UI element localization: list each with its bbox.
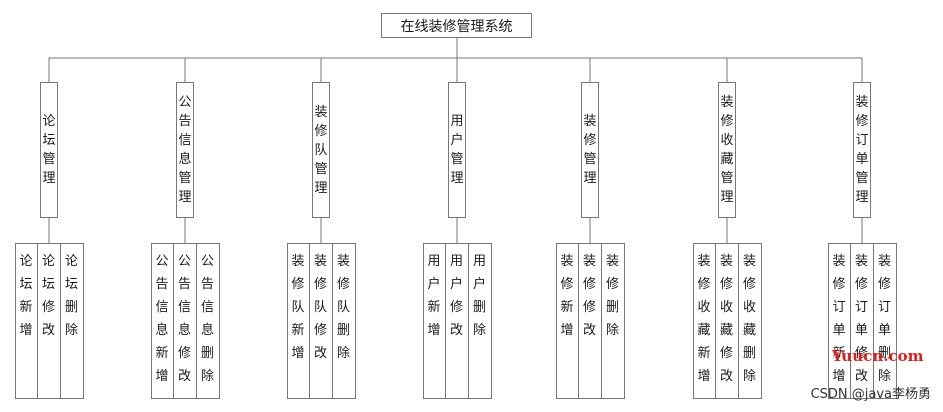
function-node: 论坛修改 <box>37 243 61 399</box>
function-label: 装修新增 <box>560 254 574 338</box>
site-watermark: Yuucn.com <box>832 347 924 365</box>
module-label: 装修管理 <box>583 114 597 186</box>
function-label: 论坛修改 <box>42 254 56 338</box>
module-node: 装修收藏管理 <box>718 82 736 218</box>
function-label: 论坛删除 <box>65 254 79 338</box>
function-label: 用户删除 <box>473 254 487 338</box>
function-node: 公告信息修改 <box>173 243 197 399</box>
module-node: 装修队管理 <box>312 82 330 218</box>
module-node: 装修管理 <box>581 82 599 218</box>
function-label: 装修收藏新增 <box>697 254 711 384</box>
function-label: 装修订单新增 <box>832 254 846 384</box>
function-node: 论坛删除 <box>60 243 84 399</box>
function-label: 装修收藏删除 <box>743 254 757 384</box>
function-label: 装修订单修改 <box>855 254 869 384</box>
root-node: 在线装修管理系统 <box>381 13 532 38</box>
function-node: 装修队删除 <box>332 243 356 399</box>
function-node: 装修收藏修改 <box>715 243 739 399</box>
module-label: 公告信息管理 <box>178 95 192 205</box>
function-node: 装修删除 <box>601 243 625 399</box>
root-label: 在线装修管理系统 <box>400 18 513 35</box>
function-node: 装修订单删除 <box>873 243 897 399</box>
function-label: 公告信息修改 <box>178 254 192 384</box>
function-node: 公告信息新增 <box>150 243 174 399</box>
function-node: 论坛新增 <box>14 243 38 399</box>
function-node: 装修收藏删除 <box>738 243 762 399</box>
function-node: 用户删除 <box>468 243 492 399</box>
function-node: 装修订单新增 <box>827 243 851 399</box>
module-label: 用户管理 <box>450 114 464 186</box>
csdn-watermark: CSDN @java李杨勇 <box>810 387 931 402</box>
function-label: 装修订单删除 <box>878 254 892 384</box>
function-label: 装修修改 <box>583 254 597 338</box>
function-node: 装修修改 <box>578 243 602 399</box>
function-node: 用户修改 <box>445 243 469 399</box>
function-label: 装修删除 <box>606 254 620 338</box>
module-node: 论坛管理 <box>40 82 58 218</box>
function-label: 装修队新增 <box>291 254 305 361</box>
function-node: 装修队新增 <box>286 243 310 399</box>
module-node: 用户管理 <box>448 82 466 218</box>
module-node: 公告信息管理 <box>176 82 194 218</box>
function-node: 装修订单修改 <box>850 243 874 399</box>
function-label: 论坛新增 <box>19 254 33 338</box>
module-label: 装修订单管理 <box>855 95 869 205</box>
function-label: 公告信息新增 <box>155 254 169 384</box>
function-label: 用户修改 <box>450 254 464 338</box>
module-node: 装修订单管理 <box>853 82 871 218</box>
module-label: 装修队管理 <box>314 104 328 196</box>
function-label: 公告信息删除 <box>201 254 215 384</box>
function-node: 装修新增 <box>555 243 579 399</box>
function-node: 装修队修改 <box>309 243 333 399</box>
function-label: 装修队修改 <box>314 254 328 361</box>
module-label: 论坛管理 <box>42 114 56 186</box>
function-node: 用户新增 <box>422 243 446 399</box>
function-node: 装修收藏新增 <box>692 243 716 399</box>
function-label: 用户新增 <box>427 254 441 338</box>
function-node: 公告信息删除 <box>196 243 220 399</box>
module-label: 装修收藏管理 <box>720 95 734 205</box>
function-label: 装修队删除 <box>337 254 351 361</box>
function-label: 装修收藏修改 <box>720 254 734 384</box>
